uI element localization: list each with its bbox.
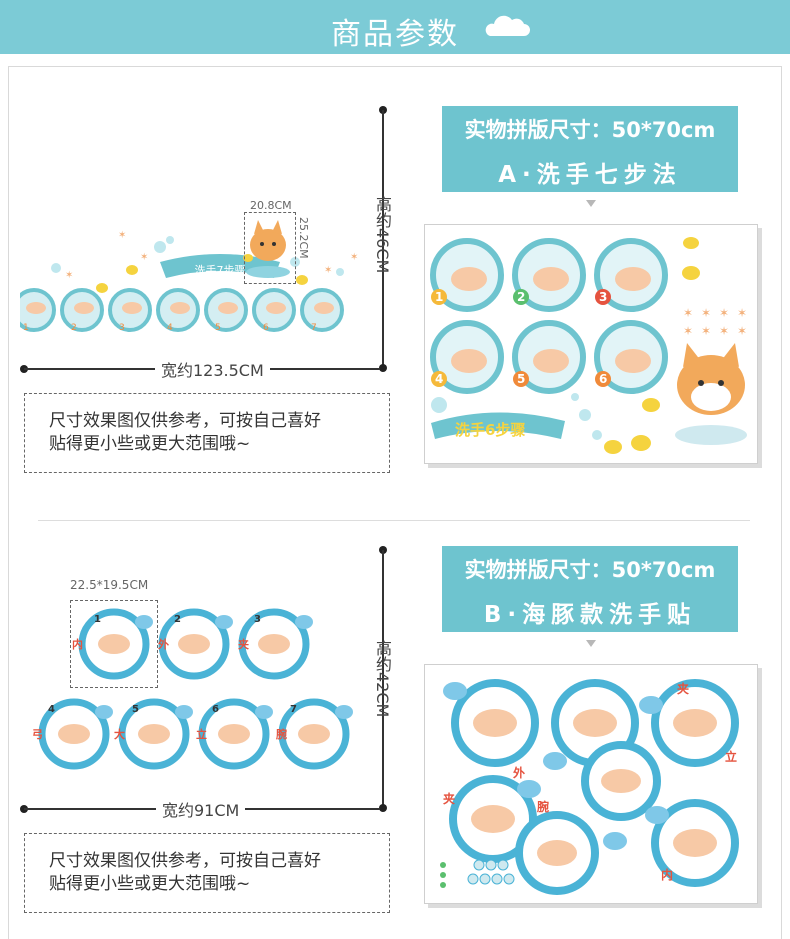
- svg-text:3: 3: [599, 290, 607, 304]
- decal-title: 洗手7步骤: [195, 263, 246, 277]
- page-title: 商品参数: [331, 17, 459, 52]
- photo-step-circles: [430, 238, 668, 394]
- piece-height-label: 25.2CM: [297, 217, 310, 259]
- svg-text:4: 4: [167, 323, 173, 333]
- svg-text:4: 4: [435, 372, 443, 386]
- svg-text:✶: ✶: [350, 252, 358, 263]
- svg-text:夹: 夹: [677, 681, 689, 696]
- svg-text:✶: ✶: [683, 324, 693, 338]
- svg-text:✶: ✶: [701, 324, 711, 338]
- cloud-icon: [485, 15, 530, 36]
- piece-size-label: 22.5*19.5CM: [70, 578, 149, 592]
- svg-text:1: 1: [435, 290, 443, 304]
- width-label: 宽约123.5CM: [155, 357, 270, 381]
- svg-text:7: 7: [290, 704, 297, 715]
- svg-text:4: 4: [48, 704, 55, 715]
- svg-text:5: 5: [517, 372, 525, 386]
- dimension-dot: [379, 804, 387, 812]
- handwash-decal-illustration: ✶ ✶ ✶ ✶ ✶ 洗手7步骤 1 2 3 4 5 6 7: [20, 220, 358, 333]
- svg-text:2: 2: [517, 290, 525, 304]
- svg-text:5: 5: [132, 704, 139, 715]
- size-note: 尺寸效果图仅供参考，可按自己喜好 贴得更小些或更大范围哦~: [24, 833, 390, 913]
- svg-text:2: 2: [71, 323, 77, 333]
- arrow-down-icon: [586, 200, 596, 207]
- svg-text:3: 3: [254, 614, 261, 625]
- banner-size: 实物拼版尺寸：50*70cm: [464, 558, 716, 582]
- piece-width-label: 20.8CM: [250, 199, 292, 212]
- svg-text:✶: ✶: [65, 270, 73, 281]
- svg-text:✶: ✶: [719, 324, 729, 338]
- svg-text:✶: ✶: [701, 306, 711, 320]
- note-line: 尺寸效果图仅供参考，可按自己喜好: [49, 411, 321, 431]
- svg-text:✶: ✶: [737, 306, 747, 320]
- note-line: 贴得更小些或更大范围哦~: [49, 874, 251, 894]
- svg-text:✶: ✶: [719, 306, 729, 320]
- section-separator: [38, 520, 750, 521]
- svg-text:内: 内: [72, 637, 83, 651]
- height-label: 高约42CM: [373, 640, 392, 718]
- cat-figure: [246, 220, 290, 278]
- svg-text:6: 6: [212, 704, 219, 715]
- header-bar: 商品参数: [0, 0, 790, 54]
- svg-text:立: 立: [196, 727, 207, 741]
- size-note: 尺寸效果图仅供参考，可按自己喜好 贴得更小些或更大范围哦~: [24, 393, 390, 473]
- svg-text:立: 立: [725, 749, 737, 764]
- note-line: 尺寸效果图仅供参考，可按自己喜好: [49, 851, 321, 871]
- svg-text:2: 2: [174, 614, 181, 625]
- svg-text:腕: 腕: [276, 727, 287, 741]
- arrow-down-icon: [586, 640, 596, 647]
- banner-product-name: B·海豚款洗手贴: [483, 602, 697, 628]
- svg-text:夹: 夹: [443, 791, 455, 806]
- svg-text:弓: 弓: [32, 728, 43, 741]
- height-label: 高约46CM: [373, 196, 392, 274]
- size-banner-a: 实物拼版尺寸：50*70cm A·洗手七步法: [442, 106, 738, 192]
- dolphin-decal-illustration: 内 外 夹 弓 大 立 腕 1 2 3 4 5 6 7: [32, 608, 353, 770]
- product-photo-b: 外夹立 夹腕内: [424, 664, 758, 904]
- svg-text:✶: ✶: [118, 230, 126, 241]
- svg-text:腕: 腕: [536, 799, 549, 814]
- piece-size-box: [244, 212, 296, 284]
- svg-text:7: 7: [311, 323, 317, 333]
- size-banner-b: 实物拼版尺寸：50*70cm B·海豚款洗手贴: [442, 546, 738, 632]
- banner-product-name: A·洗手七步法: [498, 162, 682, 188]
- dimension-dot: [379, 364, 387, 372]
- note-line: 贴得更小些或更大范围哦~: [49, 434, 251, 454]
- photo-title: 洗手6步骤: [455, 421, 525, 439]
- piece-size-box: [70, 600, 158, 688]
- svg-text:夹: 夹: [238, 637, 249, 651]
- svg-text:大: 大: [114, 727, 125, 741]
- step-number: 1: [23, 323, 29, 333]
- svg-text:3: 3: [119, 323, 125, 333]
- svg-text:外: 外: [513, 765, 525, 780]
- svg-text:1: 1: [94, 614, 101, 625]
- height-dimension-line: [382, 550, 384, 806]
- svg-text:✶: ✶: [324, 265, 332, 276]
- photo-cat: [675, 343, 747, 445]
- svg-text:外: 外: [157, 637, 169, 651]
- svg-text:✶: ✶: [737, 324, 747, 338]
- height-dimension-line: [382, 110, 384, 368]
- banner-size: 实物拼版尺寸：50*70cm: [464, 118, 716, 142]
- svg-text:✶: ✶: [683, 306, 693, 320]
- product-photo-a: 1 2 3 4 5 6 洗手6步骤 ✶ ✶ ✶ ✶ ✶ ✶ ✶ ✶: [424, 224, 758, 464]
- content-frame: [8, 66, 782, 939]
- svg-text:内: 内: [661, 867, 673, 882]
- svg-text:✶: ✶: [140, 252, 148, 263]
- width-label: 宽约91CM: [156, 797, 246, 821]
- svg-text:5: 5: [215, 323, 221, 333]
- svg-text:6: 6: [599, 372, 607, 386]
- svg-text:6: 6: [263, 323, 269, 333]
- step-circles: [20, 288, 344, 332]
